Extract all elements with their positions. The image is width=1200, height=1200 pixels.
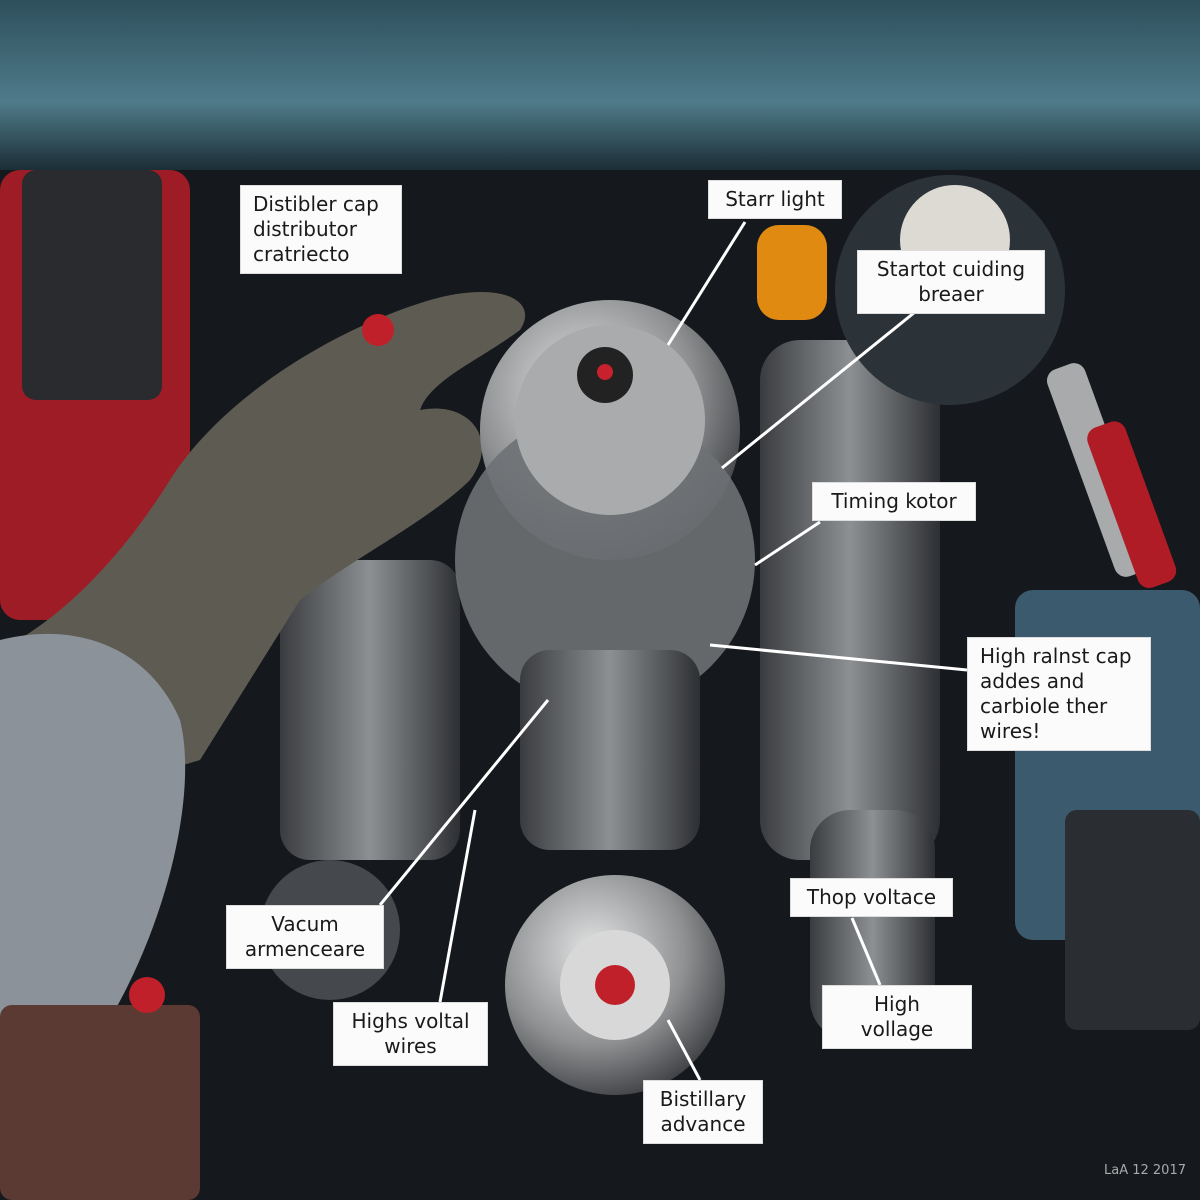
label-bistillary-advance: Bistillary advance (643, 1080, 763, 1144)
label-line: breaer (918, 282, 984, 306)
label-line: Timing kotor (831, 489, 957, 513)
label-startot-breaker: Startot cuiding breaer (857, 250, 1045, 314)
label-line: wires (384, 1034, 437, 1058)
label-distributor-cap: Distibler cap distributor cratriecto (240, 185, 402, 274)
sleeve (0, 633, 186, 1080)
valve-cover-right (760, 340, 940, 860)
label-line: addes and (980, 669, 1085, 693)
label-line: Bistillary (659, 1087, 747, 1111)
label-line: armenceare (244, 937, 366, 961)
distributor-top (515, 325, 705, 515)
label-high-vollage: High vollage (822, 985, 972, 1049)
reservoir-cap (22, 170, 162, 400)
watermark: LaA 12 2017 (1104, 1163, 1186, 1178)
label-line: Vacum (271, 912, 339, 936)
label-line: Thop voltace (806, 885, 937, 909)
label-line: Distibler cap (253, 192, 379, 216)
label-line: High vollage (860, 992, 934, 1041)
label-line: High ralnst cap (980, 644, 1132, 668)
hood (0, 0, 1200, 170)
label-starr-light: Starr light (708, 180, 842, 219)
wrench-handle (1087, 421, 1177, 589)
label-line: Highs voltal (351, 1009, 470, 1033)
lower-bracket (0, 1005, 200, 1200)
distributor-body (455, 410, 755, 710)
label-line: distributor (253, 217, 357, 241)
label-timing-rotor: Timing kotor (812, 482, 976, 521)
label-highs-voltal-wires: Highs voltal wires (333, 1002, 488, 1066)
center-terminal-red (597, 364, 613, 380)
red-cap (129, 977, 165, 1013)
amber-light (757, 225, 827, 320)
label-thop-voltace: Thop voltace (790, 878, 953, 917)
label-high-ralnst-cap: High ralnst cap addes and carbiole ther … (967, 637, 1151, 751)
distributor-shaft (520, 650, 700, 850)
label-line: cratriecto (253, 242, 350, 266)
label-line: Starr light (725, 187, 825, 211)
valve-cover-left (280, 560, 460, 860)
label-line: Startot cuiding (876, 257, 1026, 281)
red-cap-2 (362, 314, 394, 346)
pulley-center (595, 965, 635, 1005)
label-line: wires! (980, 719, 1041, 743)
battery-terminal (1065, 810, 1200, 1030)
label-line: advance (660, 1112, 746, 1136)
label-vacum: Vacum armenceare (226, 905, 384, 969)
label-line: carbiole ther (980, 694, 1108, 718)
